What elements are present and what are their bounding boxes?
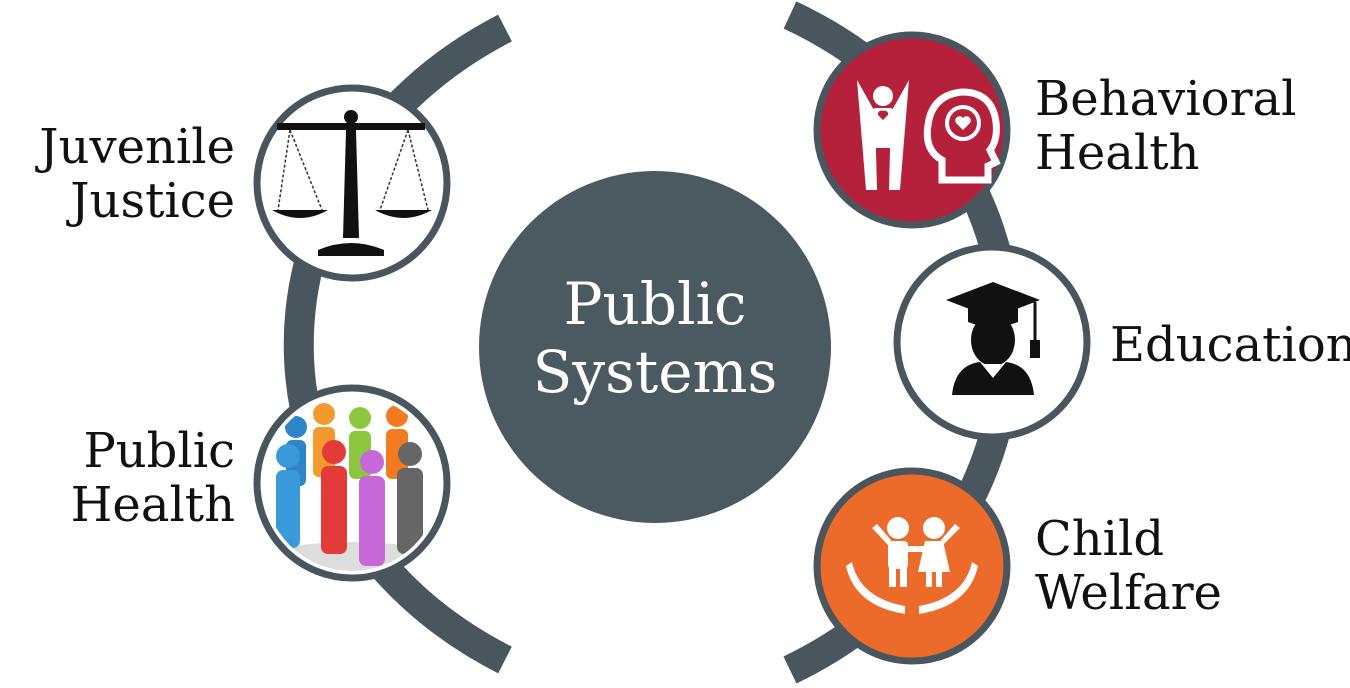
graduate-icon	[946, 282, 1040, 395]
public-health-node	[253, 384, 451, 582]
children-in-hands-icon	[846, 517, 978, 614]
juvenile-justice-label-line1: Juvenile	[39, 119, 235, 175]
juvenile-justice-label-line2: Justice	[70, 173, 235, 229]
education-label: Education	[1110, 318, 1350, 372]
education-node	[893, 243, 1091, 441]
behavioral-health-node	[813, 31, 1011, 229]
juvenile-justice-node	[253, 84, 451, 282]
child-welfare-label: Child Welfare	[1035, 512, 1222, 620]
juvenile-justice-label: Juvenile Justice	[5, 120, 235, 228]
child-welfare-node	[813, 467, 1011, 665]
center-title: Public Systems	[480, 270, 830, 406]
behavioral-health-label-line2: Health	[1035, 125, 1200, 181]
public-health-label-line2: Health	[70, 477, 235, 533]
center-title-line1: Public	[563, 270, 747, 338]
mind-and-body-icon	[857, 80, 1001, 190]
child-welfare-label-line1: Child	[1035, 511, 1165, 567]
scales-of-justice-icon	[272, 110, 432, 256]
child-welfare-label-line2: Welfare	[1035, 565, 1222, 621]
education-label-line1: Education	[1110, 317, 1350, 373]
public-health-label-line1: Public	[83, 423, 235, 479]
behavioral-health-label: Behavioral Health	[1035, 72, 1297, 180]
behavioral-health-label-line1: Behavioral	[1035, 71, 1297, 127]
center-title-line2: Systems	[532, 338, 778, 406]
public-health-label: Public Health	[5, 424, 235, 532]
center-circle	[479, 171, 831, 523]
